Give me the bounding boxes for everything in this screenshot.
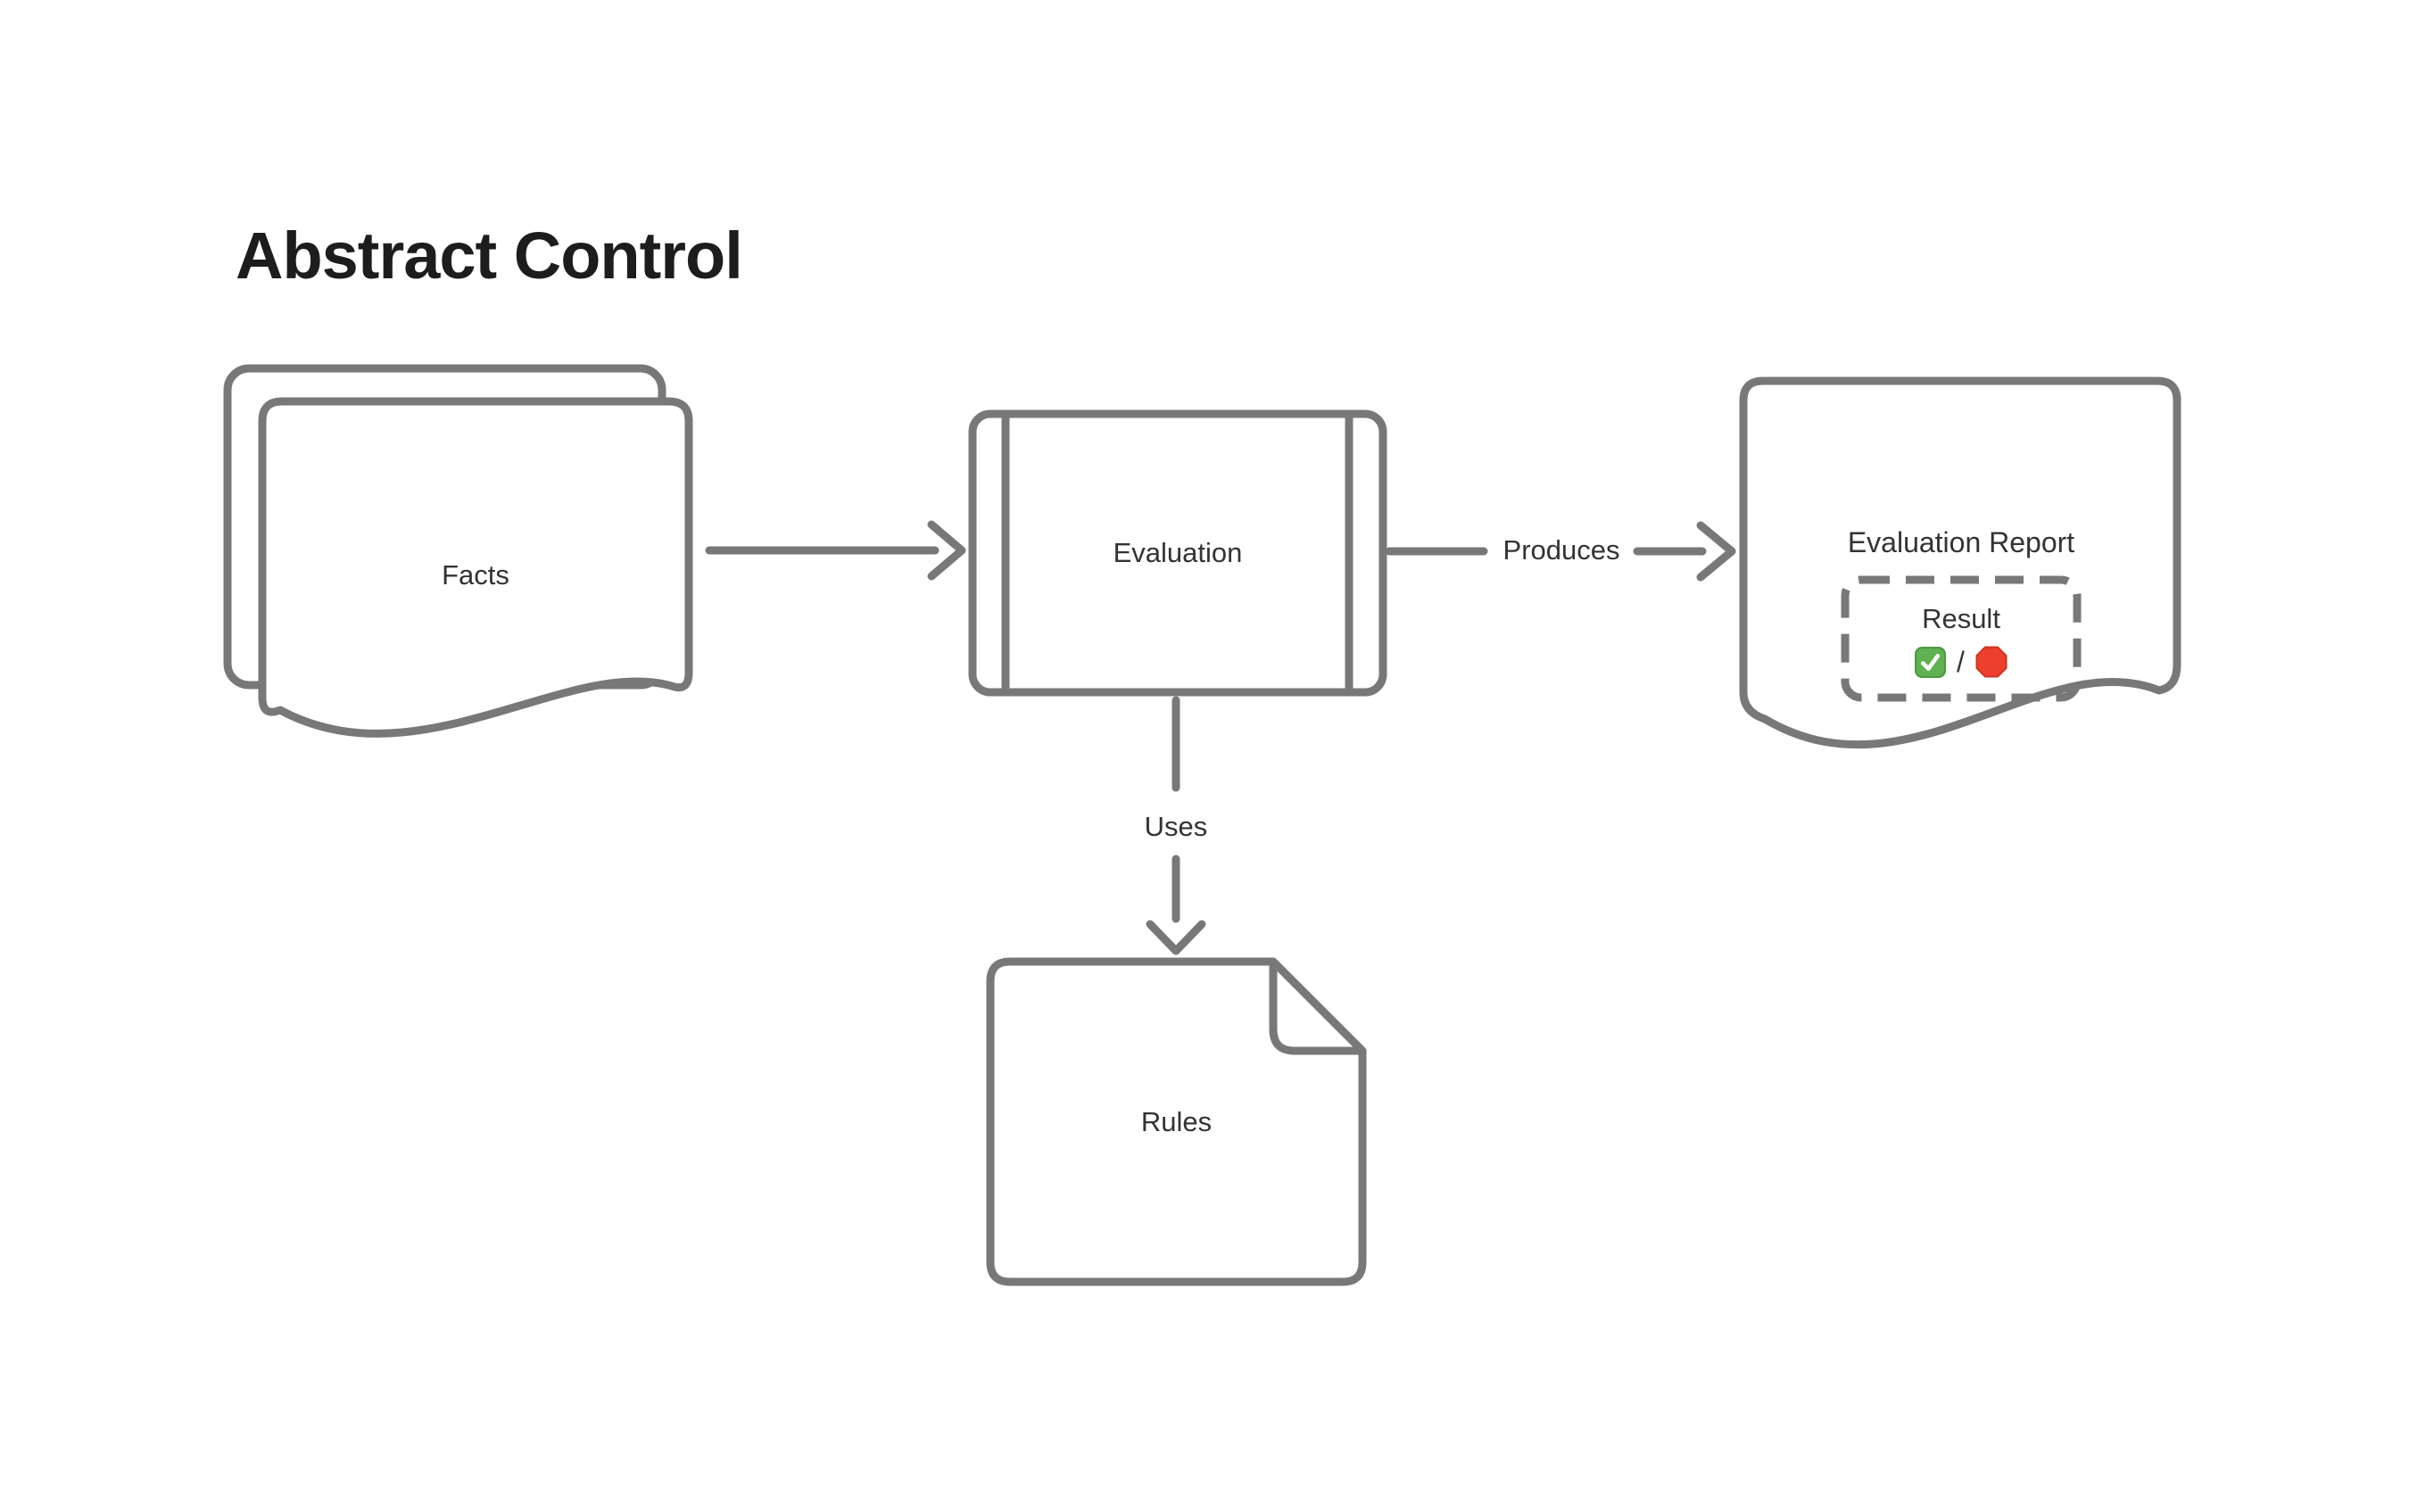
uses-arrowhead-icon: [1146, 920, 1206, 955]
produces-arrowhead-icon: [1696, 521, 1736, 582]
facts-to-evaluation-arrowhead-icon: [927, 520, 966, 581]
evaluation-label: Evaluation: [1113, 537, 1243, 569]
diagram-title: Abstract Control: [236, 219, 743, 293]
uses-edge-label: Uses: [1144, 811, 1208, 843]
rules-note: [986, 957, 1367, 1286]
report-label: Evaluation Report: [1847, 525, 2075, 558]
evaluation-shape: [968, 409, 1387, 697]
check-icon: [1914, 646, 1947, 679]
rules-label: Rules: [1140, 1105, 1213, 1137]
rules-folded-corner: [1269, 957, 1367, 1055]
produces-edge-label: Produces: [1503, 534, 1620, 566]
report-document: [1739, 376, 2181, 749]
facts-document-front: [258, 397, 693, 738]
facts-label: Facts: [442, 559, 509, 591]
result-separator: /: [1957, 645, 1965, 678]
result-dashed-box: [1841, 575, 2082, 702]
result-icons-row: /: [1845, 640, 2077, 683]
result-label: Result: [1922, 603, 2000, 635]
stop-icon: [1974, 645, 2008, 679]
